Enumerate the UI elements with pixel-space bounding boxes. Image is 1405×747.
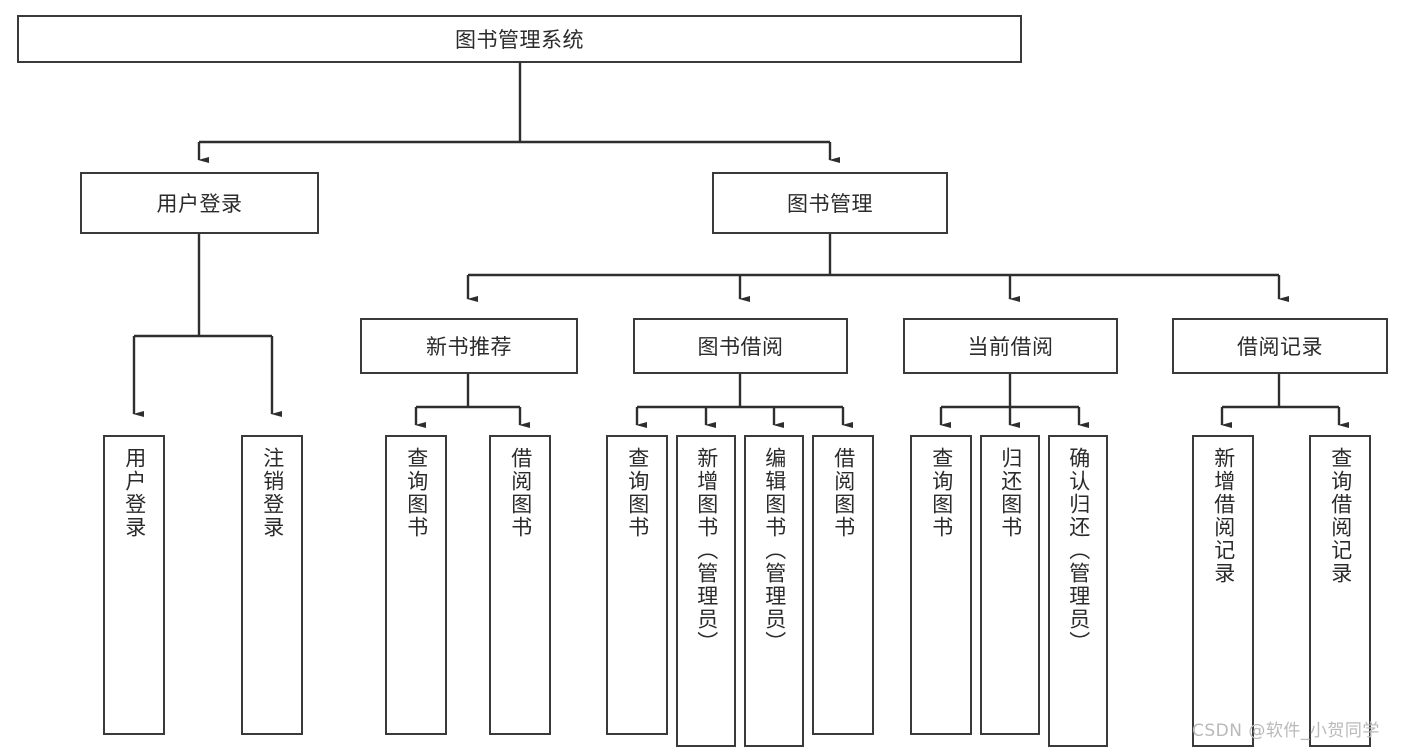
leaf-label: 查询借阅记录 [1328,447,1353,585]
leaf-borrow-book[interactable]: 借阅图书 [812,435,874,735]
leaf-label: 编辑图书（管理员） [762,447,787,654]
node-borrow-records-label: 借阅记录 [1237,335,1323,359]
leaf-label: 用户登录 [122,447,147,539]
leaf-label: 借阅图书 [508,447,533,539]
leaf-label: 查询图书 [625,447,650,539]
node-current-borrow-label: 当前借阅 [967,335,1054,359]
leaf-label: 新增图书（管理员） [694,447,719,654]
node-root-label: 图书管理系统 [455,28,584,52]
leaf-label: 查询图书 [404,447,429,539]
leaf-label: 查询图书 [929,447,954,539]
leaf-label: 注销登录 [260,447,285,539]
node-current-borrow[interactable]: 当前借阅 [903,318,1118,374]
leaf-user-login-signin[interactable]: 用户登录 [103,435,165,735]
leaf-label: 确认归还（管理员） [1066,447,1091,654]
node-book-management-label: 图书管理 [787,192,873,216]
node-book-borrow[interactable]: 图书借阅 [633,318,848,374]
leaf-current-query[interactable]: 查询图书 [910,435,972,735]
leaf-current-confirm-return-admin[interactable]: 确认归还（管理员） [1048,435,1108,747]
leaf-new-book-borrow[interactable]: 借阅图书 [489,435,551,735]
node-new-book-recommend-label: 新书推荐 [426,335,512,359]
leaf-borrow-edit-admin[interactable]: 编辑图书（管理员） [744,435,804,747]
node-user-login-label: 用户登录 [156,192,243,216]
leaf-label: 新增借阅记录 [1211,447,1236,585]
node-book-borrow-label: 图书借阅 [697,335,784,359]
watermark: CSDN @软件_小贺同学 [1192,721,1380,741]
node-user-login[interactable]: 用户登录 [80,172,319,234]
node-root[interactable]: 图书管理系统 [17,15,1022,63]
leaf-records-query[interactable]: 查询借阅记录 [1309,435,1371,747]
node-new-book-recommend[interactable]: 新书推荐 [360,318,578,374]
leaf-current-return[interactable]: 归还图书 [980,435,1040,735]
leaf-records-add[interactable]: 新增借阅记录 [1192,435,1254,747]
node-borrow-records[interactable]: 借阅记录 [1172,318,1388,374]
leaf-borrow-add-admin[interactable]: 新增图书（管理员） [676,435,736,747]
leaf-new-book-query[interactable]: 查询图书 [385,435,447,735]
leaf-borrow-query[interactable]: 查询图书 [606,435,668,735]
leaf-label: 借阅图书 [831,447,856,539]
leaf-label: 归还图书 [998,447,1023,539]
node-book-management[interactable]: 图书管理 [712,172,948,234]
leaf-user-login-signout[interactable]: 注销登录 [241,435,303,735]
